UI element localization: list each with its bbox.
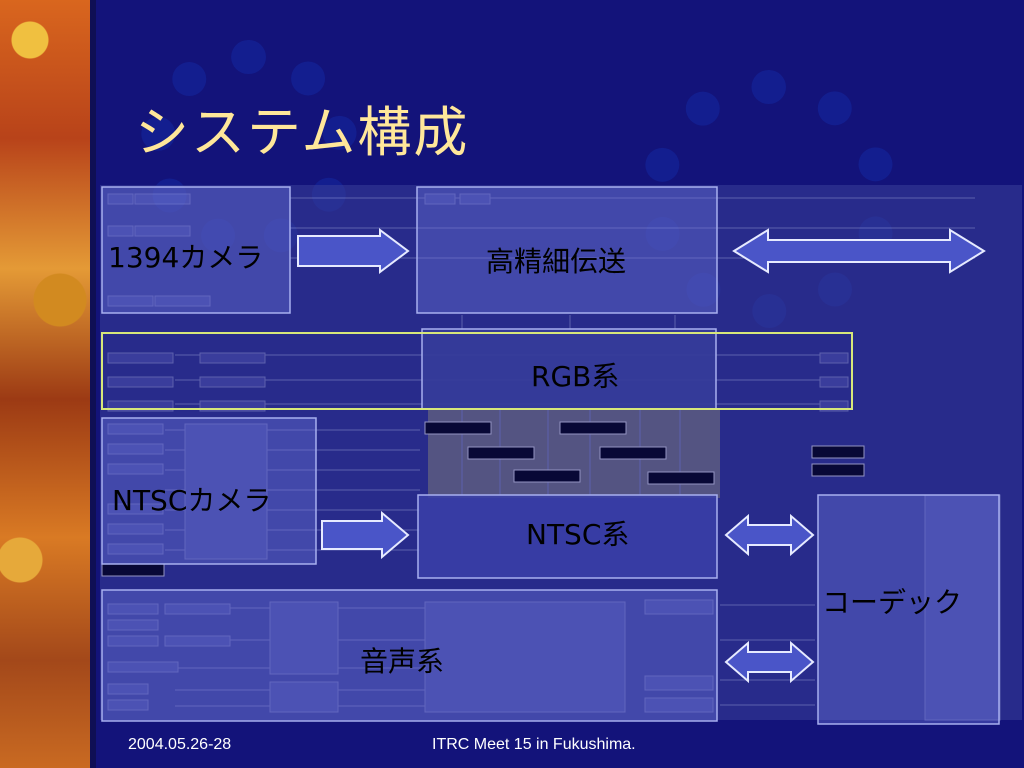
double-arrow-icon bbox=[724, 513, 815, 557]
footer-event: ITRC Meet 15 in Fukushima. bbox=[432, 736, 636, 753]
block-outlines bbox=[101, 186, 1000, 725]
right-arrow-icon bbox=[321, 510, 410, 560]
codec-label: コーデック bbox=[822, 586, 963, 619]
rgb-block bbox=[421, 328, 717, 410]
footer-date: 2004.05.26-28 bbox=[128, 736, 232, 753]
background-schematic bbox=[100, 185, 1022, 721]
audio-block bbox=[101, 589, 718, 722]
hd-transmission-label: 高精細伝送 bbox=[486, 245, 627, 278]
double-arrow-icon bbox=[732, 228, 986, 274]
ntsc-label: NTSC系 bbox=[526, 518, 630, 551]
page-title: システム構成 bbox=[135, 101, 470, 164]
decorative-side-stripe bbox=[0, 0, 92, 768]
audio-label: 音声系 bbox=[360, 645, 445, 678]
double-arrow-icon bbox=[724, 640, 815, 684]
ntsc-block bbox=[417, 494, 718, 579]
hd-camera-label: 1394カメラ bbox=[108, 241, 264, 274]
hd-camera-block bbox=[101, 186, 291, 314]
rgb-label: RGB系 bbox=[531, 360, 620, 393]
rgb-band-outline bbox=[101, 332, 853, 410]
flow-arrows bbox=[297, 228, 986, 684]
stripe-edge bbox=[90, 0, 96, 768]
hd-transmission-block bbox=[416, 186, 718, 314]
ntsc-camera-label: NTSCカメラ bbox=[112, 484, 272, 517]
ntsc-camera-block bbox=[101, 417, 317, 565]
right-arrow-icon bbox=[297, 228, 410, 274]
codec-block bbox=[817, 494, 1000, 725]
